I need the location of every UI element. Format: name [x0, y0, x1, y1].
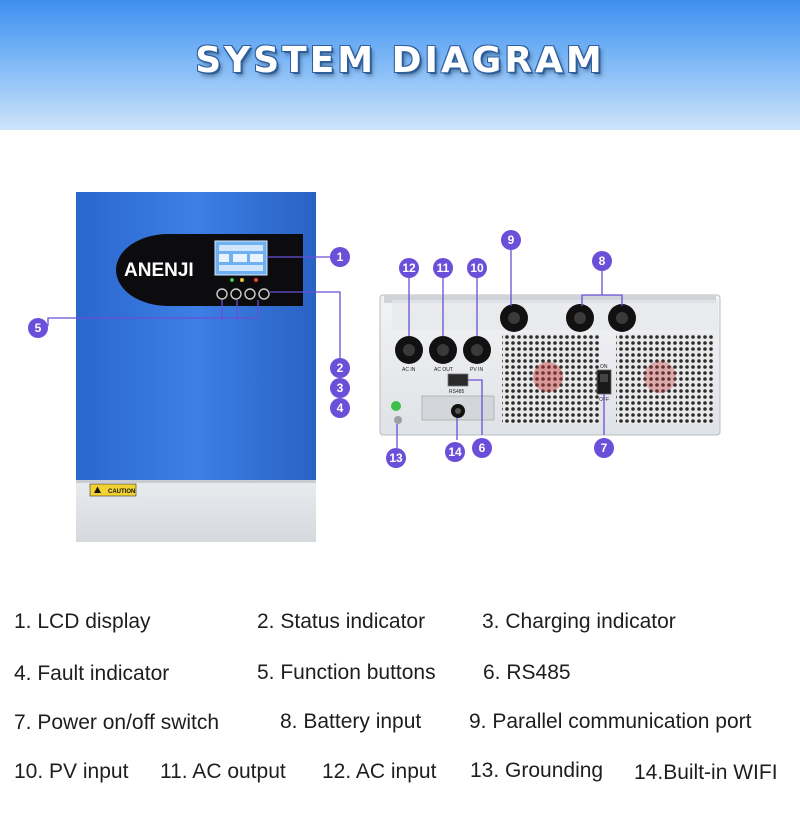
legend-item-power-switch: 7. Power on/off switch [14, 711, 220, 734]
rs485-label: RS485 [449, 389, 465, 395]
legend-item-charging-indicator: 3. Charging indicator [482, 610, 676, 633]
callout-14: 14 [445, 442, 465, 462]
fault-indicator-led [254, 278, 258, 282]
rs485-port [447, 373, 469, 387]
legend-item-ac-output: 11. AC output [160, 760, 286, 783]
svg-text:11: 11 [437, 261, 450, 275]
legend-item-pv-input: 10. PV input [14, 760, 129, 783]
legend-item-ac-input: 12. AC input [322, 760, 437, 783]
system-diagram: ANENJI CAUTION AC IN [28, 192, 721, 542]
charging-indicator-led [240, 278, 244, 282]
svg-text:7: 7 [601, 441, 608, 455]
function-button[interactable] [216, 288, 228, 300]
svg-text:6: 6 [479, 441, 486, 455]
legend-item-rs485: 6. RS485 [483, 661, 571, 684]
function-button[interactable] [244, 288, 256, 300]
legend-item-fault-indicator: 4. Fault indicator [14, 662, 170, 685]
svg-text:2: 2 [337, 361, 344, 375]
legend-item-battery-input: 8. Battery input [280, 710, 422, 733]
brand-logo: ANENJI [124, 260, 194, 281]
callout-8: 8 [592, 251, 612, 271]
callout-2: 2 [330, 358, 350, 378]
caution-label: CAUTION [108, 489, 135, 495]
callout-6: 6 [472, 438, 492, 458]
callout-11: 11 [433, 258, 453, 278]
page-title: SYSTEM DIAGRAM [195, 40, 605, 81]
fan-grille-left [502, 334, 599, 424]
callout-3: 3 [330, 378, 350, 398]
rear-leader-lines [396, 248, 623, 448]
callout-4: 4 [330, 398, 350, 418]
legend-item-wifi: 14.Built-in WIFI [634, 761, 778, 784]
svg-text:9: 9 [508, 233, 515, 247]
fan-grille-right [616, 334, 713, 424]
svg-text:5: 5 [35, 321, 42, 335]
svg-text:4: 4 [337, 401, 344, 415]
header-banner: SYSTEM DIAGRAM [0, 0, 800, 130]
pv-in-label: PV IN [470, 367, 483, 373]
function-button[interactable] [258, 288, 270, 300]
callout-7: 7 [594, 438, 614, 458]
legend: 1. LCD display 2. Status indicator 3. Ch… [0, 590, 800, 820]
grounding-screw [394, 416, 402, 424]
grounding-terminal-label [391, 401, 401, 411]
callout-13: 13 [386, 448, 406, 468]
front-unit: ANENJI CAUTION [76, 192, 316, 542]
function-button[interactable] [230, 288, 242, 300]
svg-text:1: 1 [337, 250, 344, 264]
ac-out-label: AC OUT [434, 367, 453, 373]
legend-item-parallel-port: 9. Parallel communication port [469, 710, 752, 733]
rear-unit: AC IN AC OUT PV IN RS485 ON OFF [379, 294, 721, 436]
front-leader-lines [47, 256, 341, 365]
callout-12: 12 [399, 258, 419, 278]
svg-text:14: 14 [448, 445, 462, 459]
legend-item-grounding: 13. Grounding [470, 759, 604, 782]
legend-item-status-indicator: 2. Status indicator [257, 610, 426, 633]
callout-1: 1 [330, 247, 350, 267]
legend-item-lcd-display: 1. LCD display [14, 610, 151, 633]
svg-text:12: 12 [402, 261, 416, 275]
caution-sticker [89, 483, 137, 497]
svg-text:10: 10 [470, 261, 484, 275]
callout-10: 10 [467, 258, 487, 278]
status-indicator-led [230, 278, 234, 282]
svg-text:13: 13 [389, 451, 403, 465]
svg-text:3: 3 [337, 381, 344, 395]
legend-item-function-buttons: 5. Function buttons [257, 661, 436, 684]
svg-text:8: 8 [599, 254, 606, 268]
switch-on-label: ON [600, 364, 608, 370]
callout-9: 9 [501, 230, 521, 250]
ac-in-label: AC IN [402, 367, 416, 373]
callout-5: 5 [28, 318, 48, 338]
